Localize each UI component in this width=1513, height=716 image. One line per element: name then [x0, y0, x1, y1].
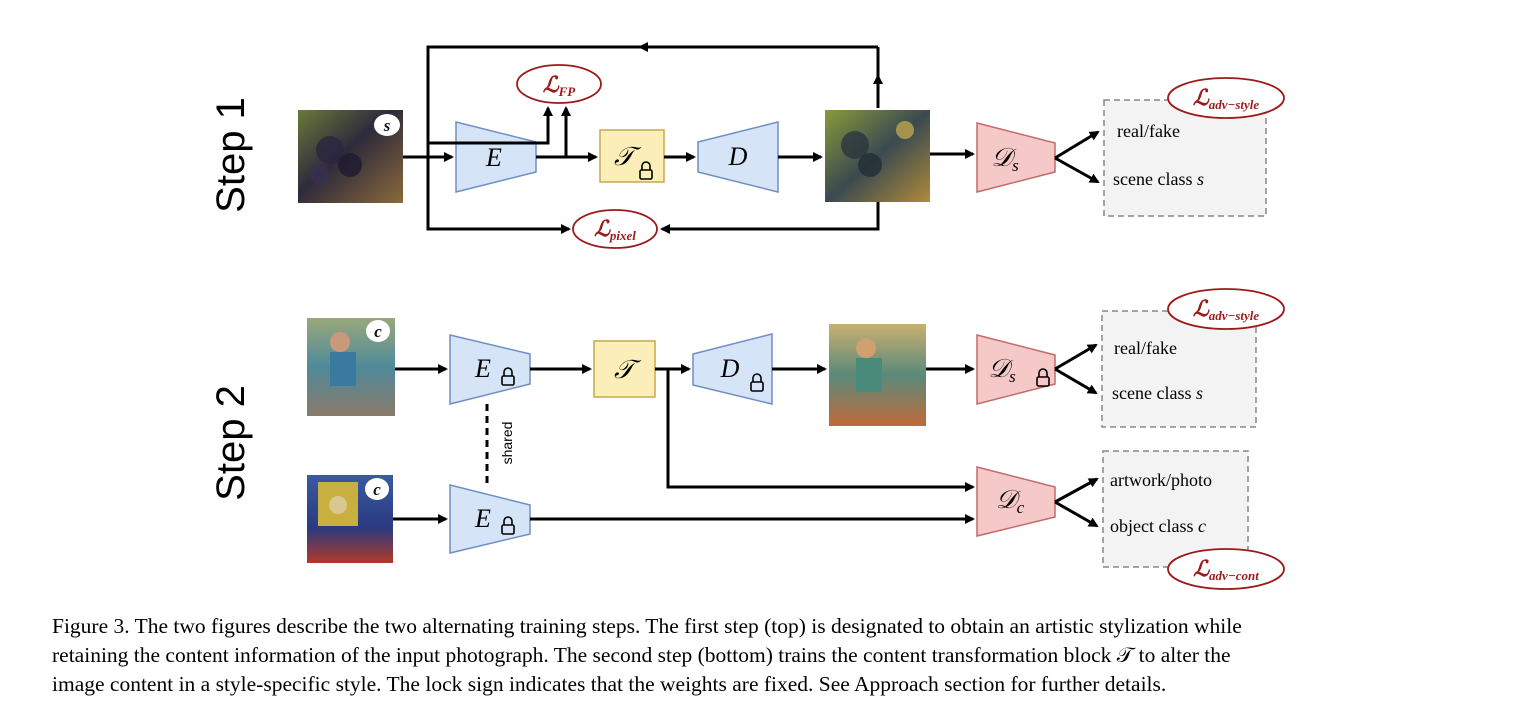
step1-discriminator — [976, 122, 1056, 193]
step2-artwork-input: c — [307, 475, 393, 563]
loss-pixel-label: ℒpixel — [594, 216, 636, 243]
step2-output-artwork: artwork/photo — [1110, 470, 1212, 490]
step2-content-discriminator — [976, 466, 1056, 537]
step2-encoder-bottom-label: E — [474, 504, 491, 533]
figure-caption: Figure 3. The two figures describe the t… — [52, 612, 1472, 699]
step1-encoder — [455, 121, 537, 193]
step1-output-box — [1103, 99, 1267, 217]
step2-transform-block — [593, 340, 656, 398]
step1-decoder-label: D — [728, 142, 748, 171]
loss-adv-cont-ellipse — [1167, 548, 1285, 590]
step2-decoder-label: D — [720, 354, 740, 383]
step1-output-scene: scene class s — [1113, 169, 1204, 189]
step1-label: Step 1 — [209, 97, 253, 213]
step1-input-image: s — [298, 110, 403, 203]
step2-photo-input: c — [307, 318, 395, 416]
step2-output-image — [829, 324, 926, 426]
step2-style-output-box — [1101, 310, 1257, 428]
step1-output-image — [825, 110, 930, 202]
loss-adv-style-label-1: ℒadv−style — [1193, 85, 1260, 112]
caption-line-2: retaining the content information of the… — [52, 643, 1231, 667]
step2-label: Step 2 — [209, 385, 253, 501]
loss-adv-style-ellipse-1 — [1167, 77, 1285, 119]
step2-encoder-top-label: E — [474, 354, 491, 383]
step1-decoder — [697, 121, 779, 193]
step2-output-object: object class c — [1110, 516, 1206, 536]
loss-adv-style-ellipse-2 — [1167, 288, 1285, 330]
shared-label: shared — [499, 422, 515, 465]
loss-fp-label: ℒFP — [543, 72, 577, 99]
step2-encoder-bottom — [449, 484, 531, 554]
step2-output-scene: scene class s — [1112, 383, 1203, 403]
loss-fp-ellipse — [516, 64, 602, 104]
artwork-badge-c: c — [373, 480, 381, 499]
step1-output-realfake: real/fake — [1117, 121, 1180, 141]
step2-style-discriminator — [976, 334, 1056, 405]
step2-decoder — [692, 333, 773, 405]
input-badge-s: s — [383, 116, 391, 135]
step2-output-realfake: real/fake — [1114, 338, 1177, 358]
loss-adv-cont-label: ℒadv−cont — [1193, 556, 1259, 583]
loss-pixel-ellipse — [572, 209, 658, 249]
training-diagram: Step 1 s E 𝒯 D 𝒟s real/fake scene class … — [209, 42, 1285, 590]
photo-badge-c: c — [374, 322, 382, 341]
caption-line-3: image content in a style-specific style.… — [52, 672, 1167, 696]
caption-line-1: Figure 3. The two figures describe the t… — [52, 614, 1242, 638]
loss-adv-style-label-2: ℒadv−style — [1193, 296, 1260, 323]
step2-encoder-top — [449, 334, 531, 405]
step1-encoder-label: E — [485, 143, 502, 172]
